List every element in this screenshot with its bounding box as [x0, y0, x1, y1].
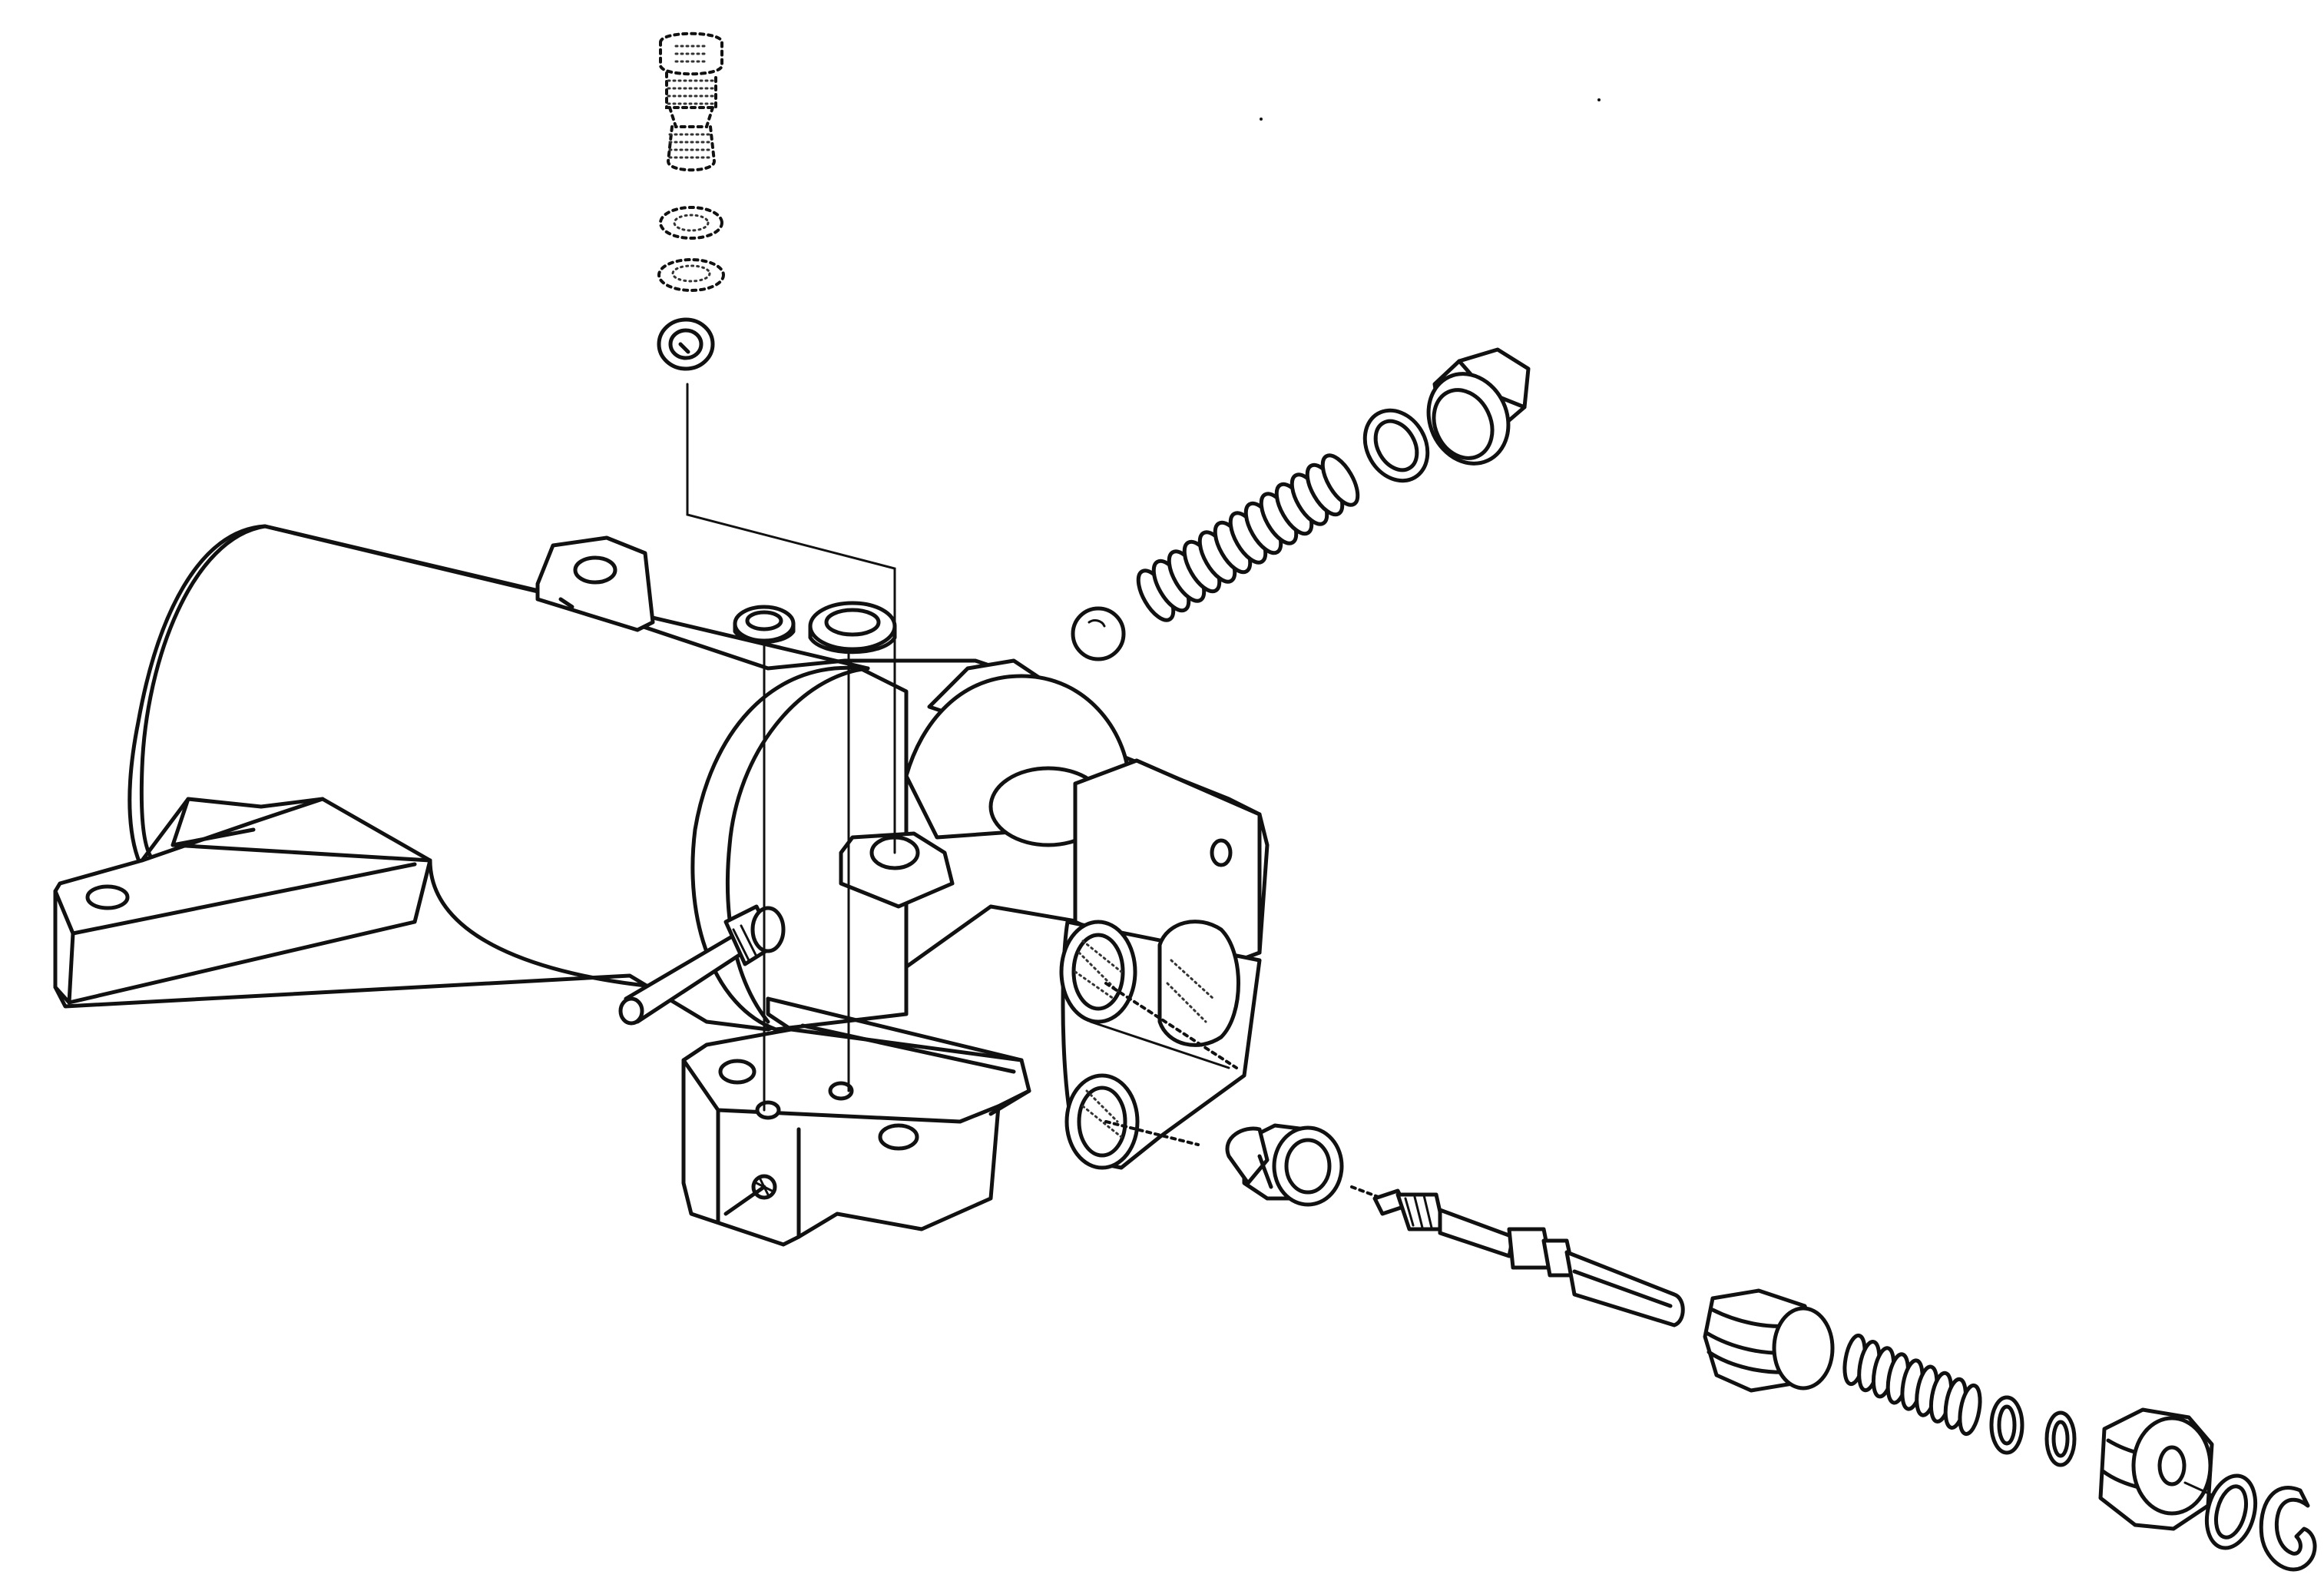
o-ring-end: [2204, 1473, 2258, 1550]
hex-plug: [1426, 347, 1531, 466]
guide-line-lower-port: [1104, 1120, 1200, 1146]
valve-pin: [1372, 1188, 1685, 1327]
leader-line-oring: [686, 383, 896, 854]
valve-sleeve: [1703, 1288, 1835, 1393]
sealing-washer-upper: [659, 206, 723, 240]
o-ring-small: [657, 317, 715, 371]
valve-seat: [1225, 1123, 1344, 1207]
check-ball: [1071, 606, 1126, 661]
guide-line-port-2: [1089, 1020, 1230, 1069]
speck-2: [1597, 98, 1601, 101]
valve-spring: [1842, 1333, 1982, 1437]
spring-coil: [1958, 1383, 1982, 1437]
spring-coil: [1320, 453, 1360, 507]
guide-line-upper-port: [1104, 982, 1238, 1069]
seal-ring-right: [808, 601, 897, 655]
seal-ring-left: [733, 605, 796, 644]
speck-1: [1260, 118, 1263, 121]
retaining-washer: [1989, 1395, 2024, 1455]
relief-spring: [1136, 453, 1360, 622]
seal-washer: [1362, 408, 1430, 483]
banjo-bolt: [659, 31, 723, 172]
end-piston: [2098, 1407, 2214, 1531]
bleed-nipple: [618, 904, 786, 1026]
thin-washer: [2044, 1410, 2077, 1467]
circlip: [2259, 1486, 2317, 1572]
sealing-washer-lower: [657, 258, 725, 292]
